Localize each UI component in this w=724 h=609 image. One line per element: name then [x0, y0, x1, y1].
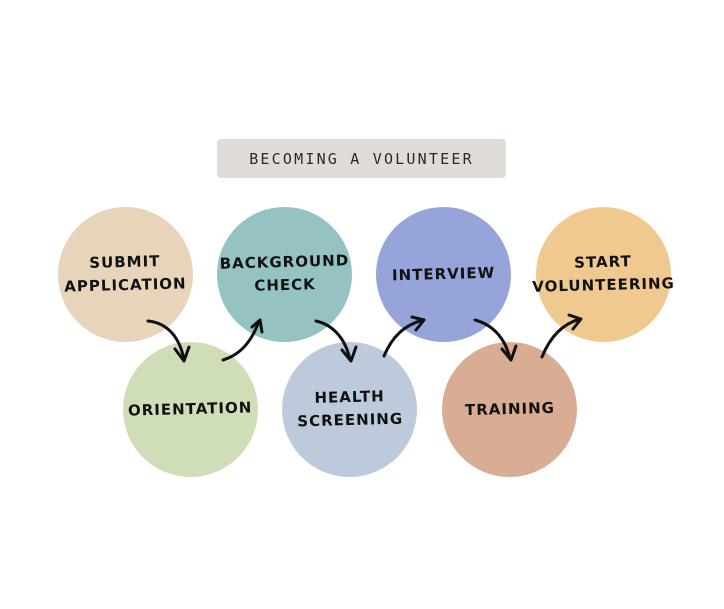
diagram-title: BECOMING A VOLUNTEER: [217, 139, 506, 178]
arrow-3: [314, 319, 358, 363]
step-interview: INTERVIEW: [376, 207, 511, 342]
step-start-volunteering: START VOLUNTEERING: [532, 207, 675, 342]
arrow-5: [473, 318, 518, 362]
step-orientation: ORIENTATION: [123, 342, 258, 477]
arrow-2: [221, 318, 264, 362]
step-background-check: BACKGROUND CHECK: [217, 207, 352, 342]
arrow-6: [540, 313, 583, 359]
arrow-1: [146, 319, 191, 363]
step-training: TRAINING: [442, 342, 577, 477]
arrow-4: [382, 315, 426, 358]
step-submit-application: SUBMIT APPLICATION: [58, 207, 193, 342]
step-health-screening: HEALTH SCREENING: [282, 342, 417, 477]
